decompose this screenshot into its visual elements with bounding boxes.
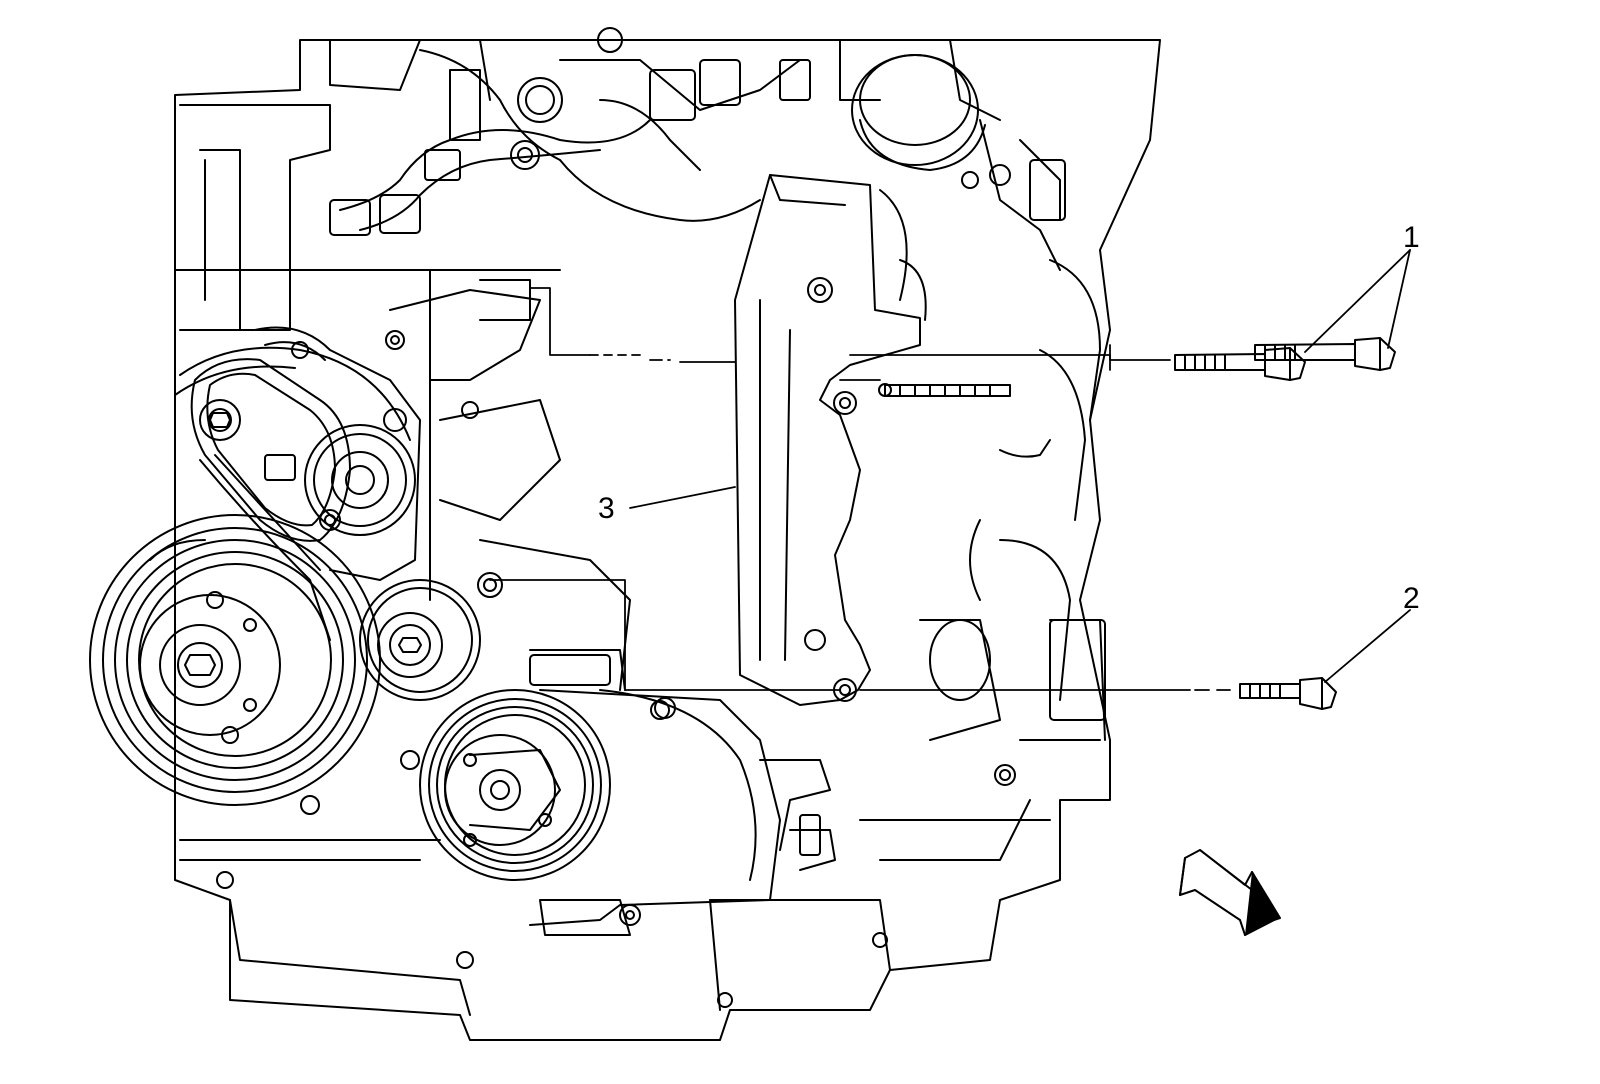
- mounting-bolt-upper-front: [1254, 337, 1396, 371]
- engine-side-housing: [919, 259, 1106, 741]
- heat-shield: [734, 174, 927, 706]
- direction-arrow-icon: [1179, 849, 1281, 936]
- wiring-harness: [329, 27, 1001, 236]
- crankshaft-balancer: [89, 514, 381, 806]
- assembly-guide-lines: [489, 287, 1231, 691]
- mounting-stud: [878, 383, 1011, 397]
- leader-1b: [1387, 249, 1411, 349]
- mounting-bolt-upper-rear: [1174, 347, 1306, 381]
- belt-tensioner: [190, 326, 421, 581]
- callout-1: 1: [1403, 221, 1420, 254]
- leader-2: [1324, 609, 1411, 683]
- ac-compressor: [419, 649, 836, 936]
- idler-pulley: [359, 579, 481, 701]
- engine-block: [174, 39, 1161, 1041]
- mounting-bolt-lower: [1239, 677, 1337, 710]
- oil-filler-cap: [851, 54, 1066, 271]
- drive-belt: [174, 346, 411, 641]
- callout-3: 3: [598, 492, 615, 525]
- callout-2: 2: [1403, 582, 1420, 615]
- leader-1a: [1304, 249, 1411, 353]
- callout-leaders: [629, 249, 1411, 683]
- leader-3: [629, 486, 736, 509]
